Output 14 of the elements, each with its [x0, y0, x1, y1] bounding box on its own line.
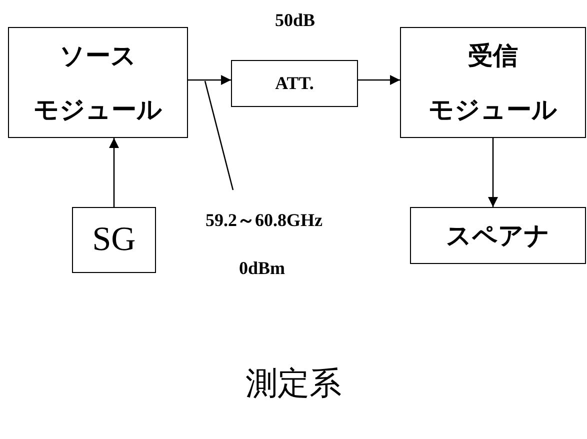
process-box: 受信 モジュール	[400, 27, 586, 138]
process-box: ATT.	[231, 60, 358, 107]
caption: 測定系	[244, 363, 342, 404]
arrow	[109, 138, 119, 207]
power-label: 0dBm	[238, 258, 286, 279]
process-box: スペアナ	[410, 207, 586, 264]
arrow	[488, 138, 498, 207]
attenuation-label: 50dB	[274, 10, 316, 31]
process-box: ソース モジュール	[8, 27, 188, 138]
leader-line	[204, 80, 234, 190]
arrow	[188, 75, 231, 85]
arrow	[358, 75, 400, 85]
process-box: SG	[72, 207, 156, 273]
frequency-label: 59.2～60.8GHz	[172, 208, 356, 234]
